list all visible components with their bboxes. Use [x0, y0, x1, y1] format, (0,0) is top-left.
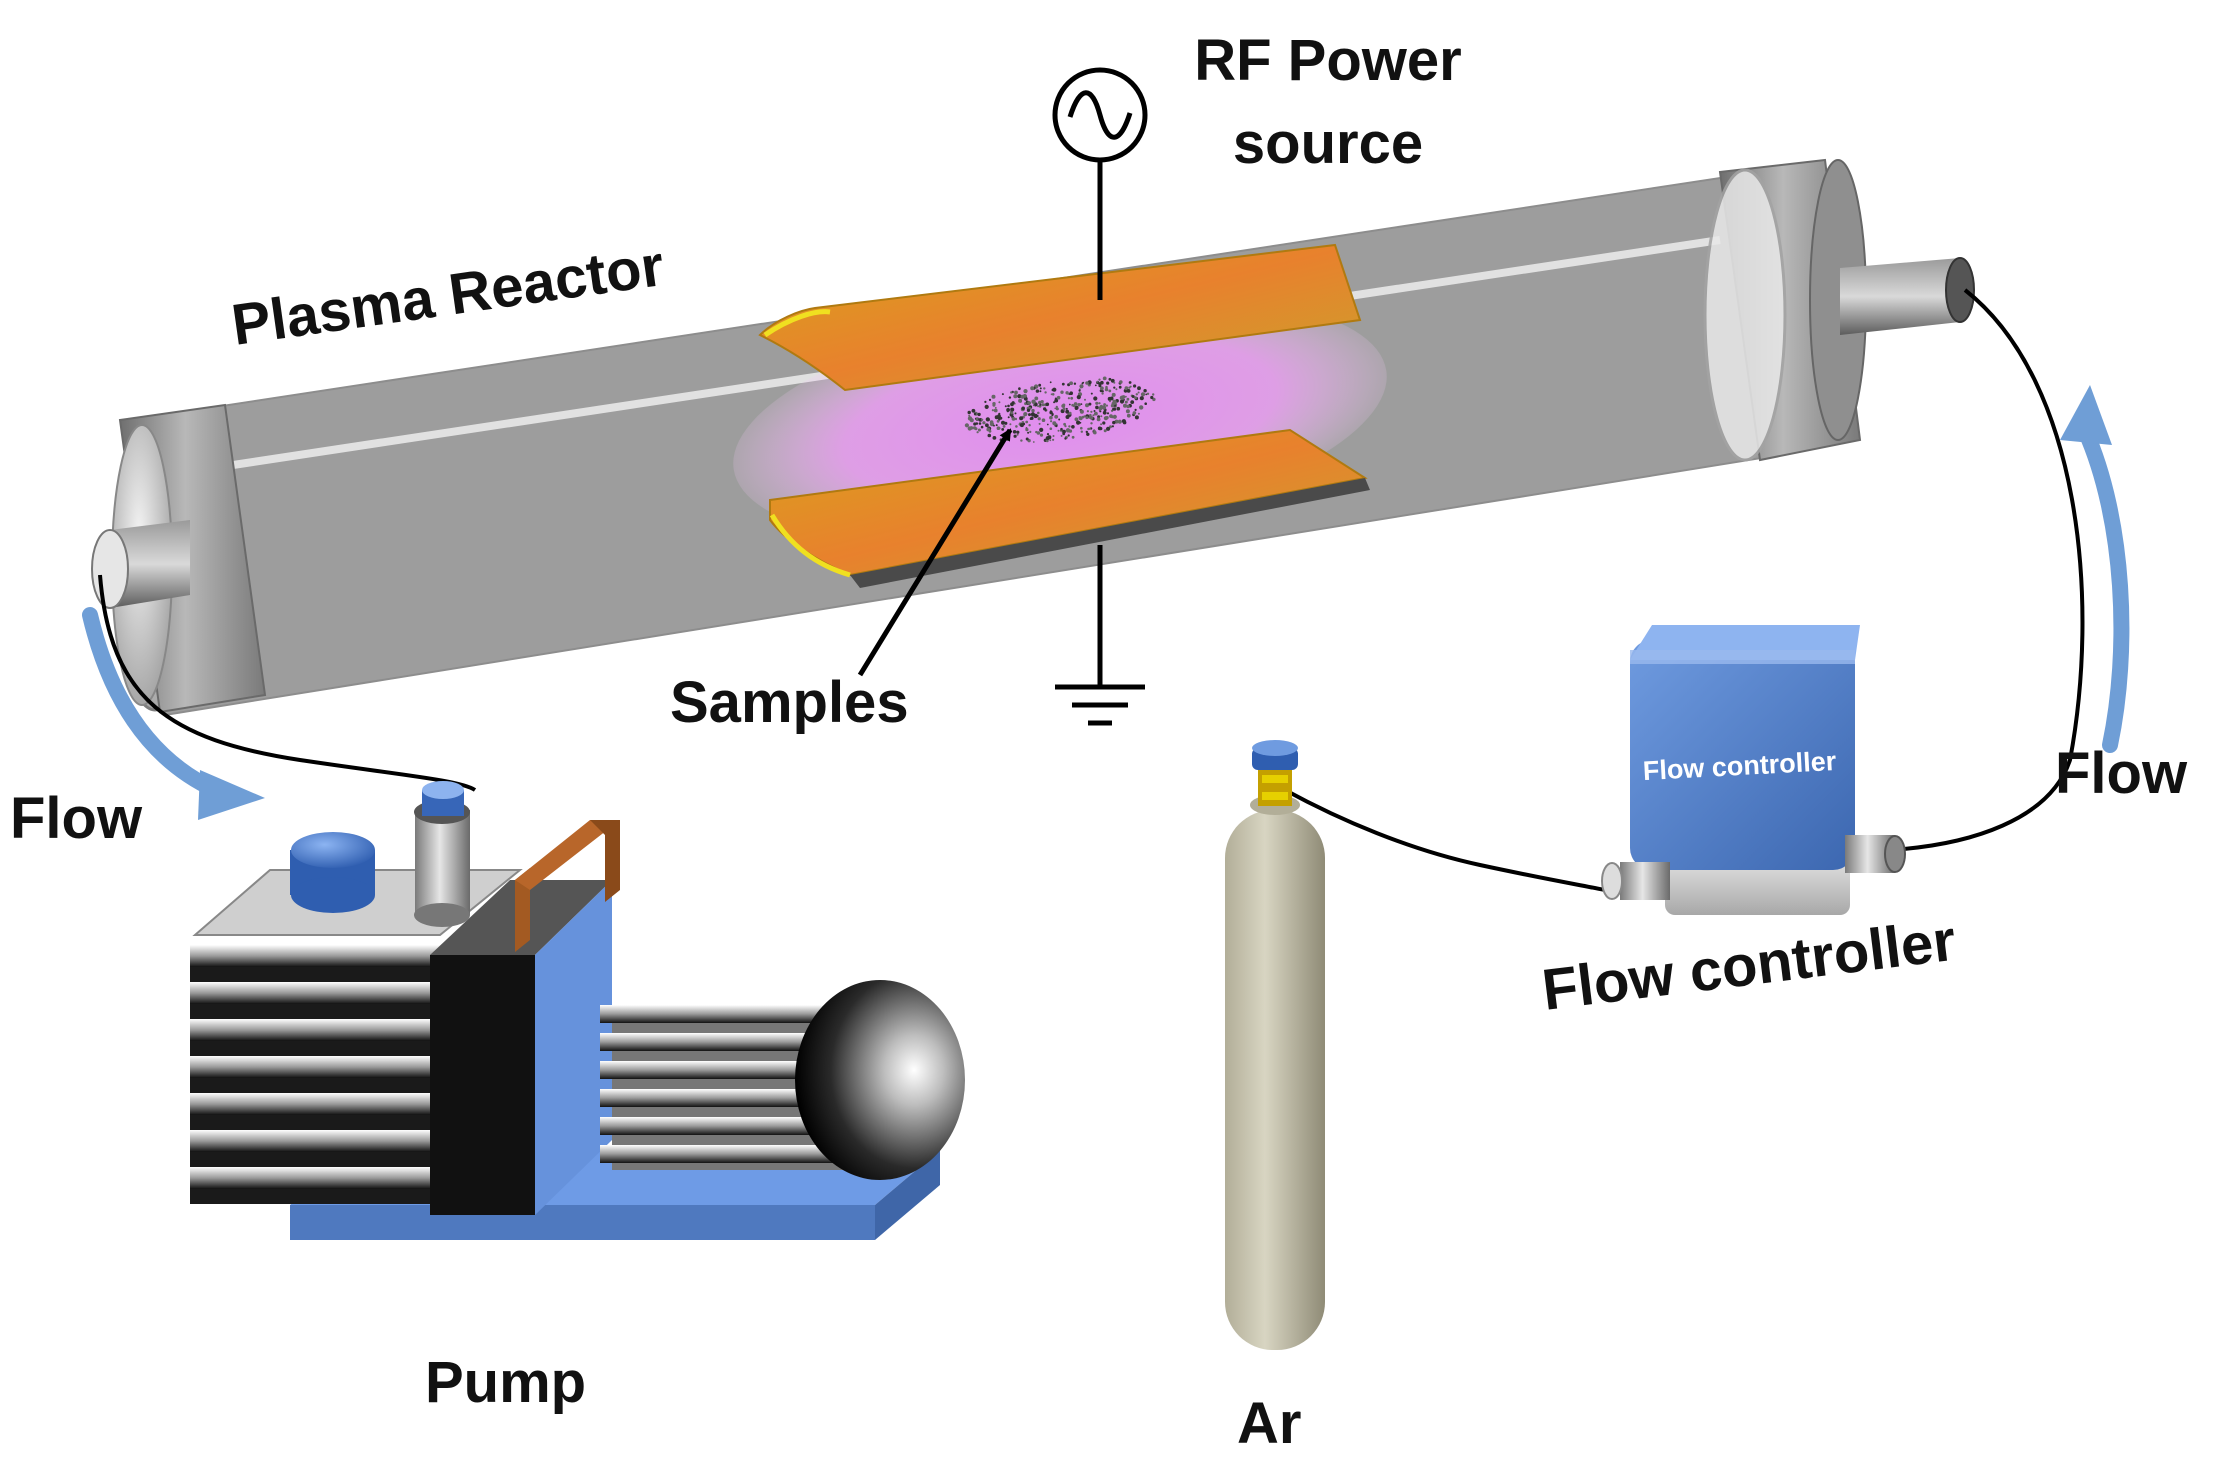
electrode-top-rim: [763, 309, 831, 338]
pump-housing-side: [535, 880, 612, 1215]
flow-controller-label: Flow controller: [1539, 908, 1960, 1023]
flow-label-right: Flow: [2055, 741, 2188, 806]
pump-label: Pump: [425, 1350, 586, 1415]
left-outlet-pipe: [110, 520, 190, 608]
tube-right-to-controller: [1889, 288, 2085, 852]
reactor-tube: [91, 158, 1975, 717]
left-outlet: [91, 520, 190, 609]
left-end-cap: [111, 403, 267, 714]
flow-controller-device: Flow controller: [1601, 625, 1906, 915]
right-outlet: [1840, 257, 1975, 335]
electrode-bottom-shadow: [850, 478, 1370, 588]
left-outlet-end: [91, 529, 129, 609]
ground-icon: [1055, 684, 1145, 726]
flow-arrow-right: [2060, 385, 2130, 753]
sample-particles: [964, 376, 1156, 443]
pump-base-side: [875, 1150, 940, 1240]
rf-power-label-line2: source: [1233, 111, 1423, 176]
pump-housing-side-dark: [535, 880, 612, 1215]
samples-pointer-arrow: [857, 428, 1013, 677]
tube-argon-to-controller: [1284, 788, 1606, 892]
right-outlet-end: [1945, 257, 1975, 323]
tube-left-to-pump: [98, 574, 477, 792]
motor-dome: [795, 980, 965, 1180]
electrode-bottom-rim: [769, 513, 851, 578]
pump-cooling-fins: [190, 945, 440, 1204]
motor-fins: [600, 1005, 855, 1163]
flow-label-left: Flow: [10, 786, 143, 851]
controller-fitting-left: [1620, 862, 1670, 900]
rf-source-icon: [1052, 67, 1148, 163]
pump-handle: [515, 820, 620, 952]
flow-arrow-left: [82, 607, 265, 820]
pump-housing-front: [430, 955, 535, 1215]
pump-knob: [290, 832, 375, 913]
pump-motor: [600, 980, 965, 1180]
right-outlet-pipe: [1840, 258, 1960, 335]
samples-label: Samples: [670, 670, 909, 735]
vacuum-pump: [190, 781, 965, 1240]
electrode-top: [758, 243, 1362, 392]
right-end-cap: [1703, 158, 1867, 462]
rf-power-label-line1: RF Power: [1194, 28, 1462, 93]
pump-inlet-port: [414, 781, 470, 927]
controller-body: [1630, 640, 1855, 870]
pump-base-front: [290, 1205, 875, 1240]
argon-label: Ar: [1237, 1391, 1301, 1456]
argon-cylinder: [1225, 740, 1325, 1350]
plasma-reactor-label: Plasma Reactor: [228, 233, 668, 358]
right-cap-inner: [1703, 168, 1787, 462]
